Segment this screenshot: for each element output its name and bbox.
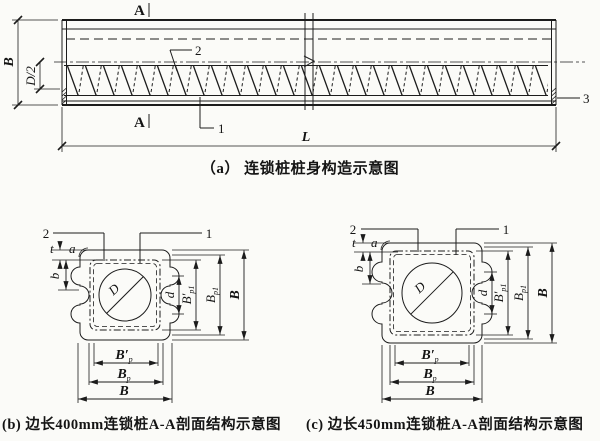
section-450-B-right-label: B [536, 288, 551, 298]
section-450-bpp-label: B′p [420, 348, 438, 364]
section-450-bp1-label: Bp1 [511, 285, 528, 301]
section-400-hollow-core [98, 268, 152, 322]
section-450-leaders [361, 228, 499, 255]
section-400-bp1-prime-label: B′p1 [179, 286, 196, 305]
caption-section-400: (b) 边长400mm连锁桩A-A剖面结构示意图 [2, 417, 282, 433]
half-hole-dim-label: D/2 [23, 66, 38, 87]
section-450-main-bars [393, 254, 471, 332]
section-400-outline [70, 249, 180, 341]
section-450-hole-label: D [410, 278, 428, 297]
pile-elevation: A A 2 1 3 B [2, 3, 590, 152]
spiral-rebar-label: 2 [195, 43, 202, 58]
section-450-dim-t: t [352, 234, 398, 261]
section-400-spiral-hoop [89, 259, 161, 331]
section-400-main-bars [93, 263, 157, 327]
section-400-bp-label: Bp [116, 367, 130, 383]
leader-main-bar [199, 97, 214, 129]
caption-elevation: （a） 连锁桩桩身构造示意图 [200, 161, 400, 177]
section-marker-a-top: A [134, 3, 145, 19]
leader-spiral [169, 49, 192, 72]
section-400-hole-label: D [104, 280, 122, 299]
section-400-dim-t: t [50, 241, 95, 269]
section-450-diameter-line [410, 271, 454, 315]
break-lines [303, 13, 316, 110]
section-400-dim-b: b [47, 260, 79, 291]
section-400-d-label: d [162, 291, 177, 298]
section-450-main-label: 1 [503, 222, 510, 237]
section-400-b-label: b [47, 272, 62, 279]
section-450-a-label: a [371, 235, 378, 250]
section-400-bottom-dims: B′p Bp B [77, 343, 173, 403]
section-marker-a-bottom: A [134, 115, 145, 131]
section-400-bpp-label: B′p [114, 348, 132, 364]
dim-half-hole: D/2 [23, 57, 60, 94]
dim-B-left: B [2, 15, 58, 110]
section-450-spiral-label: 2 [350, 222, 357, 237]
section-400-B-right-label: B [228, 290, 243, 300]
caption-section-450: (c) 边长450mm连锁桩A-A剖面结构示意图 [306, 417, 584, 433]
section-450-dim-b: b [351, 252, 381, 285]
section-400-main-label: 1 [206, 226, 213, 241]
section-450-B-bottom-label: B [424, 384, 434, 399]
section-450-bp-label: Bp [422, 367, 436, 383]
section-400-corner-detail [78, 247, 89, 258]
end-hatch-right [551, 87, 557, 105]
section-450-bottom-dims: B′p Bp B [381, 345, 483, 403]
section-450: D 2 1 t a b d [350, 222, 557, 403]
section-400-B-bottom-label: B [118, 384, 128, 399]
section-400-right-dims: d B′p1 Bp1 B [162, 249, 249, 341]
section-400-spiral-label: 2 [43, 226, 50, 241]
length-dim-label: L [301, 130, 311, 145]
section-400: D 2 1 t a b d [43, 226, 249, 403]
section-400-leaders [53, 232, 202, 263]
section-450-b-label: b [351, 265, 366, 272]
dim-length: L [57, 107, 561, 152]
section-400-diameter-line [106, 276, 144, 314]
pile-outline [54, 19, 585, 106]
main-rebar-label: 1 [218, 121, 225, 136]
end-hatch-left [61, 87, 67, 105]
section-450-t-label: t [352, 235, 356, 250]
end-anchor-label: 3 [583, 91, 590, 106]
width-dim-label: B [2, 57, 17, 67]
section-400-a-label: a [69, 241, 76, 256]
section-450-corner-detail [380, 240, 391, 251]
section-450-bp1-prime-label: B′p1 [491, 284, 508, 303]
section-450-hollow-core [401, 262, 463, 324]
section-400-t-label: t [50, 241, 54, 256]
section-450-spiral-hoop [389, 250, 475, 336]
section-450-d-label: d [475, 289, 490, 296]
spiral-rebar-pattern [66, 66, 548, 95]
section-450-right-dims: d B′p1 Bp1 B [475, 242, 557, 344]
section-400-bp1-label: Bp1 [203, 287, 220, 303]
